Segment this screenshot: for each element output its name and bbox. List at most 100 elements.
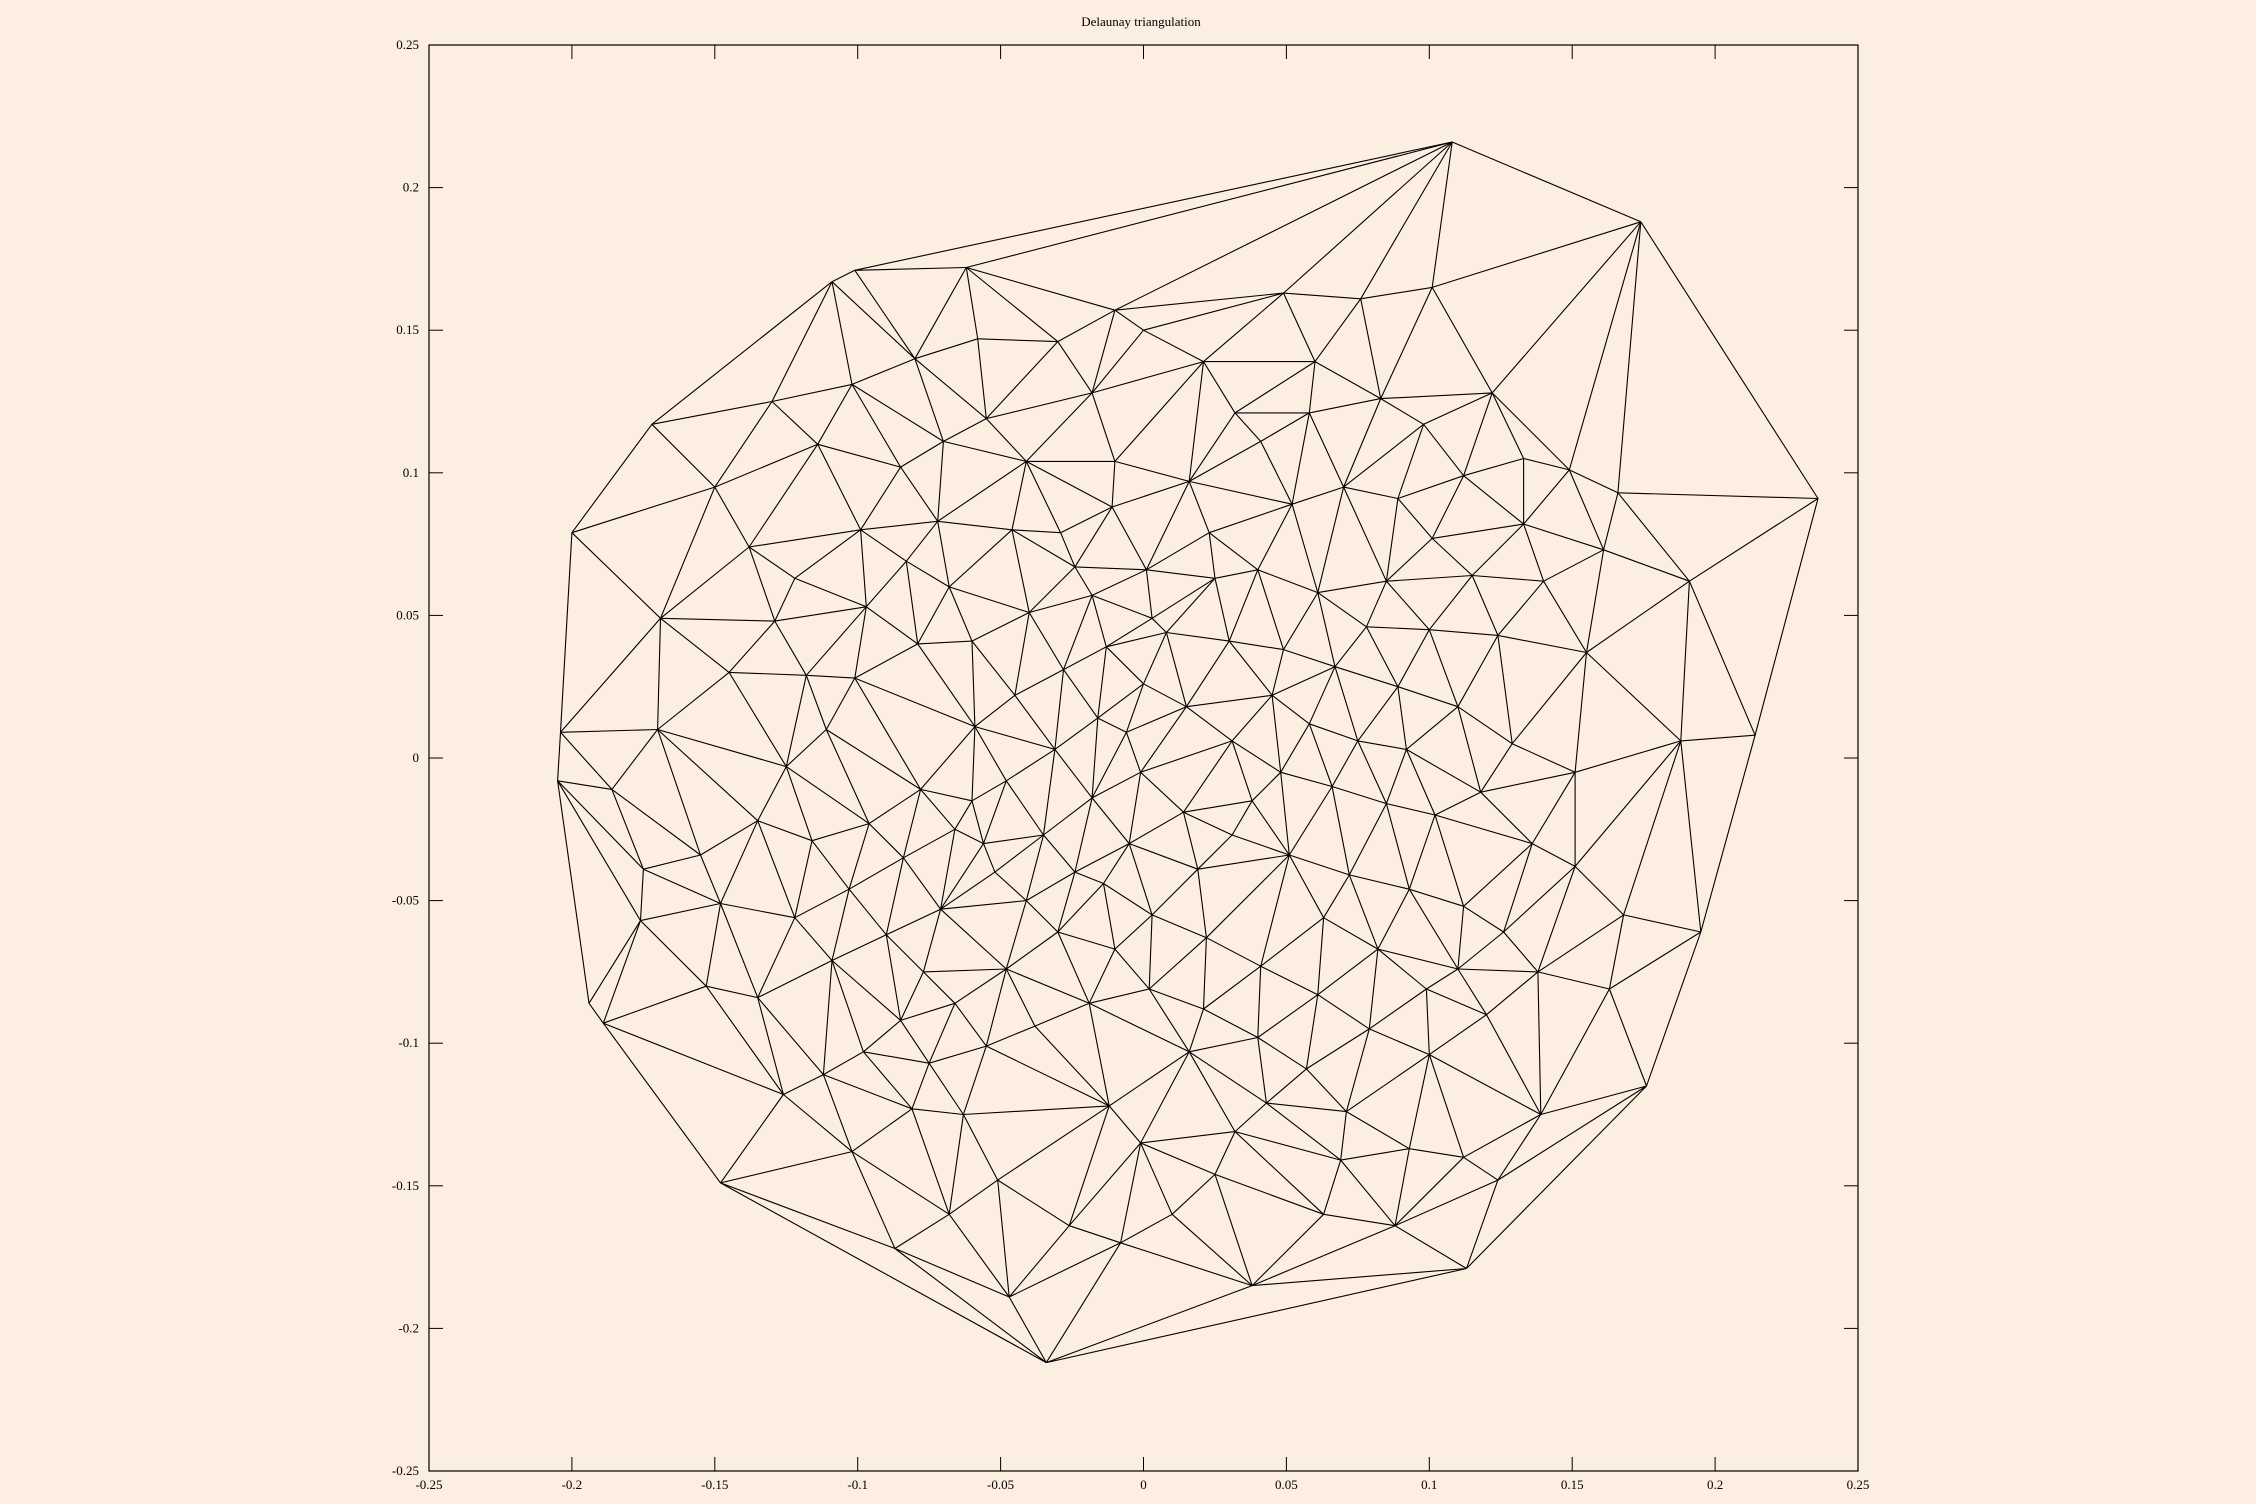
triangle-edge bbox=[757, 820, 813, 842]
triangle-edge bbox=[571, 532, 661, 619]
triangle-edge bbox=[1431, 475, 1465, 539]
triangle-edge bbox=[1043, 797, 1093, 836]
triangle-edge bbox=[1457, 635, 1499, 707]
triangle-edge bbox=[831, 281, 916, 360]
triangle-edge bbox=[794, 917, 833, 961]
triangle-edge bbox=[1026, 460, 1113, 508]
triangle-edge bbox=[1503, 843, 1533, 933]
triangle-edge bbox=[1097, 717, 1127, 733]
triangle-edge bbox=[1257, 569, 1285, 650]
triangle-edge bbox=[1005, 780, 1044, 836]
triangle-edge bbox=[1188, 1051, 1236, 1132]
y-tick-label: 0.1 bbox=[403, 465, 419, 480]
triangle-edge bbox=[1091, 595, 1107, 647]
triangle-edge bbox=[1057, 931, 1090, 1004]
triangle-edge bbox=[1357, 740, 1407, 750]
triangle-edge bbox=[1074, 506, 1113, 568]
triangle-edge bbox=[774, 620, 807, 676]
triangle-edge bbox=[1543, 580, 1587, 653]
triangle-edge bbox=[1260, 412, 1310, 442]
triangle-edge bbox=[1317, 994, 1370, 1030]
triangle-edge bbox=[1111, 461, 1116, 508]
triangle-edge bbox=[1609, 931, 1702, 990]
triangle-edge bbox=[1429, 1054, 1542, 1115]
triangle-edge bbox=[914, 358, 987, 420]
triangle-edge bbox=[1208, 532, 1216, 579]
triangle-edge bbox=[1309, 723, 1358, 742]
triangle-edge bbox=[1365, 580, 1387, 628]
triangle-edge bbox=[1306, 1028, 1370, 1070]
triangle-edge bbox=[757, 997, 784, 1095]
triangle-edge bbox=[1140, 1131, 1236, 1144]
triangle-edge bbox=[1283, 649, 1336, 668]
triangle-edge bbox=[1252, 1267, 1467, 1287]
triangle-edge bbox=[1208, 532, 1259, 571]
triangle-edge bbox=[1305, 1068, 1347, 1112]
triangle-edge bbox=[1097, 683, 1144, 719]
triangle-edge bbox=[1432, 523, 1524, 539]
triangle-edge bbox=[1617, 492, 1690, 582]
triangle-edge bbox=[1091, 797, 1130, 844]
triangle-edge bbox=[868, 788, 921, 825]
triangle-edge bbox=[1091, 329, 1144, 394]
triangle-edge bbox=[977, 338, 1058, 343]
triangle-edge bbox=[719, 903, 759, 998]
y-tick-label: 0.15 bbox=[396, 322, 419, 337]
triangle-edge bbox=[1011, 461, 1027, 530]
triangle-edge bbox=[986, 392, 1093, 420]
triangle-edge bbox=[1283, 141, 1453, 294]
triangle-edge bbox=[1042, 749, 1056, 836]
triangle-edge bbox=[1472, 574, 1544, 582]
triangle-edge bbox=[1266, 1068, 1307, 1104]
triangle-edge bbox=[1397, 475, 1464, 500]
triangle-edge bbox=[1617, 221, 1642, 493]
triangle-edge bbox=[1397, 686, 1407, 750]
triangle-edge bbox=[720, 902, 795, 919]
triangle-edge bbox=[1608, 988, 1648, 1087]
triangle-edge bbox=[748, 546, 796, 579]
triangle-edge bbox=[1257, 569, 1318, 594]
triangle-edge bbox=[865, 606, 919, 645]
triangle-edge bbox=[854, 677, 976, 728]
triangle-edge bbox=[971, 612, 1030, 642]
triangle-edge bbox=[1234, 1102, 1267, 1133]
triangle-edge bbox=[1120, 1213, 1173, 1244]
triangle-edge bbox=[986, 1045, 1110, 1107]
triangle-edge bbox=[905, 561, 919, 644]
triangle-edge bbox=[1140, 1142, 1216, 1175]
triangle-edge bbox=[1680, 734, 1756, 742]
triangle-edge bbox=[1385, 749, 1407, 804]
triangle-edge bbox=[1025, 900, 1059, 933]
triangle-edge bbox=[1348, 803, 1387, 876]
triangle-edge bbox=[805, 675, 827, 730]
triangle-edge bbox=[831, 934, 887, 961]
triangle-edge bbox=[1025, 461, 1062, 533]
triangle-edge bbox=[1257, 966, 1262, 1038]
triangle-edge bbox=[1251, 771, 1282, 802]
triangle-edge bbox=[817, 444, 862, 531]
triangle-edge bbox=[1165, 577, 1216, 633]
triangle-edge bbox=[1068, 1105, 1110, 1226]
triangle-edge bbox=[848, 888, 887, 936]
triangle-edge bbox=[1108, 1051, 1190, 1107]
triangle-edge bbox=[1511, 652, 1587, 745]
triangle-edge bbox=[571, 486, 715, 534]
triangle-edge bbox=[1171, 1213, 1253, 1287]
triangle-edge bbox=[1197, 869, 1207, 938]
triangle-edge bbox=[1408, 1054, 1430, 1149]
triangle-edge bbox=[1574, 740, 1682, 867]
triangle-edge bbox=[1308, 666, 1336, 725]
triangle-edge bbox=[817, 443, 901, 468]
triangle-edge bbox=[1463, 457, 1524, 477]
triangle-edge bbox=[1257, 1037, 1267, 1104]
triangle-edge bbox=[1008, 1242, 1121, 1298]
triangle-edge bbox=[854, 141, 1453, 271]
triangle-edge bbox=[1229, 640, 1284, 651]
triangle-edge bbox=[705, 985, 784, 1095]
triangle-edge bbox=[1091, 392, 1116, 462]
triangle-edge bbox=[1074, 843, 1130, 873]
triangle-edge bbox=[817, 384, 853, 445]
triangle-edge bbox=[611, 789, 644, 870]
triangle-edge bbox=[854, 269, 916, 360]
triangle-edge bbox=[1463, 905, 1504, 933]
